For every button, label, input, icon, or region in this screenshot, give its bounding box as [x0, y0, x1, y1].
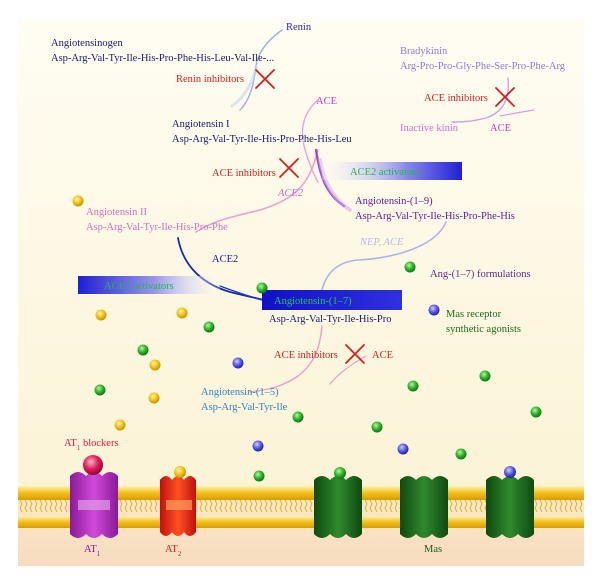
pathway-curves [177, 29, 535, 393]
pathway-labels: Renin Angiotensinogen Asp-Arg-Val-Tyr-Il… [51, 22, 566, 452]
at1-receptor-label: AT1 [84, 544, 101, 558]
ace-bradykinin-label: ACE [490, 123, 511, 134]
angiotensin-2-sequence: Asp-Arg-Val-Tyr-Ile-His-Pro-Phe [86, 222, 228, 233]
renin-inhibitors-label: Renin inhibitors [176, 74, 244, 85]
receptor-icon [314, 476, 362, 538]
angiotensin-1-7-bar [262, 290, 402, 310]
green-ligand-icon [137, 344, 149, 356]
green-ligand-icon [334, 467, 346, 479]
angiotensin-1-5-sequence: Asp-Arg-Val-Tyr-Ile [201, 402, 288, 413]
angiotensin-1-7-label: Angiotensin-(1–7) [274, 296, 352, 307]
nep-ace-label: NEP, ACE [359, 237, 404, 248]
ace2-italic-label: ACE2 [277, 188, 304, 199]
at1-receptor [70, 472, 118, 538]
angiotensinogen-sequence: Asp-Arg-Val-Tyr-Ile-His-Pro-Phe-His-Leu-… [51, 53, 274, 64]
green-ligand-icon [292, 411, 304, 423]
green-ligand-icon [256, 282, 268, 294]
inhibitor-cross-icon [495, 87, 515, 107]
blue-ligand-icon [504, 466, 516, 478]
mas-agonists-label-line2: synthetic agonists [446, 324, 521, 335]
green-ligand-icon [371, 421, 383, 433]
ligand-spheres [72, 195, 542, 482]
mas-receptor-3 [486, 476, 534, 538]
ace2-activators-left-label: ACE2 activators [104, 281, 174, 292]
yellow-ligand-icon [95, 309, 107, 321]
angiotensin-1-sequence: Asp-Arg-Val-Tyr-Ile-His-Pro-Phe-His-Leu [172, 134, 352, 145]
ace2-mid-label: ACE2 [212, 254, 238, 265]
bradykinin-label: Bradykinin [400, 46, 448, 57]
green-ligand-icon [479, 370, 491, 382]
angiotensin-1-label: Angiotensin I [172, 119, 230, 130]
receptor-labels: AT1 AT2 Mas [84, 544, 442, 558]
inactive-kinin-label: Inactive kinin [400, 123, 459, 134]
inhibitor-cross-icon [255, 69, 275, 89]
mas-receptor-2 [400, 476, 448, 538]
bradykinin-sequence: Arg-Pro-Pro-Gly-Phe-Ser-Pro-Phe-Arg [400, 61, 566, 72]
green-ligand-icon [407, 380, 419, 392]
ace-inhibitors-low-label: ACE inhibitors [274, 350, 338, 361]
ace-inhibitors-main-label: ACE inhibitors [212, 168, 276, 179]
inhibitor-cross-icon [345, 344, 365, 364]
angiotensin-2-label: Angiotensin II [86, 207, 147, 218]
green-ligand-icon [530, 406, 542, 418]
green-ligand-icon [94, 384, 106, 396]
green-ligand-icon [203, 321, 215, 333]
at2-receptor [160, 476, 196, 536]
angiotensin-1-9-sequence: Asp-Arg-Val-Tyr-Ile-His-Pro-Phe-His [355, 211, 515, 222]
blue-ligand-icon [397, 443, 409, 455]
renin-label: Renin [286, 22, 312, 33]
ang-1-7-formulations-label: Ang-(1–7) formulations [430, 269, 531, 280]
mas-agonists-label-line1: Mas receptor [446, 309, 502, 320]
angiotensinogen-label: Angiotensinogen [51, 38, 123, 49]
ace2-activators-bar-top [322, 162, 462, 180]
at1-blockers-label: AT1 blockers [64, 438, 119, 452]
ang17-to-ang15-curve [249, 325, 323, 393]
yellow-ligand-icon [114, 419, 126, 431]
mas-receptor-1 [314, 476, 362, 538]
inhibitor-cross-icon [279, 158, 299, 178]
blue-ligand-icon [252, 440, 264, 452]
yellow-ligand-icon [148, 392, 160, 404]
angiotensin-1-5-label: Angiotensin-(1–5) [201, 387, 279, 398]
ang19-to-ang17-curve [321, 221, 447, 291]
at1-blocker-ligand [83, 455, 103, 475]
at2-receptor-label: AT2 [165, 544, 182, 558]
receptor-icon [400, 476, 448, 538]
green-ligand-icon [404, 261, 416, 273]
blue-ligand-icon [428, 304, 440, 316]
inhibitor-crosses [255, 69, 515, 364]
green-ligand-icon [253, 470, 265, 482]
yellow-ligand-icon [174, 466, 186, 478]
ace-label-top: ACE [316, 96, 337, 107]
ace-low-label: ACE [372, 350, 393, 361]
angiotensin-1-7-sequence: Asp-Arg-Val-Tyr-Ile-His-Pro [269, 314, 392, 325]
yellow-ligand-icon [149, 359, 161, 371]
green-ligand-icon [455, 448, 467, 460]
blue-ligand-icon [232, 357, 244, 369]
ace2-activators-bar-left [78, 276, 220, 294]
receptor-icon [486, 476, 534, 538]
yellow-ligand-icon [176, 307, 188, 319]
ace2-activators-top-label: ACE2 activators [350, 167, 420, 178]
mas-receptor-label: Mas [424, 544, 442, 555]
ace-curve [301, 99, 319, 183]
yellow-ligand-icon [72, 195, 84, 207]
ace-inhibitors-bradykinin-label: ACE inhibitors [424, 93, 488, 104]
angiotensin-1-9-label: Angiotensin-(1–9) [355, 196, 433, 207]
ang1-to-ang2-curve [195, 149, 319, 233]
